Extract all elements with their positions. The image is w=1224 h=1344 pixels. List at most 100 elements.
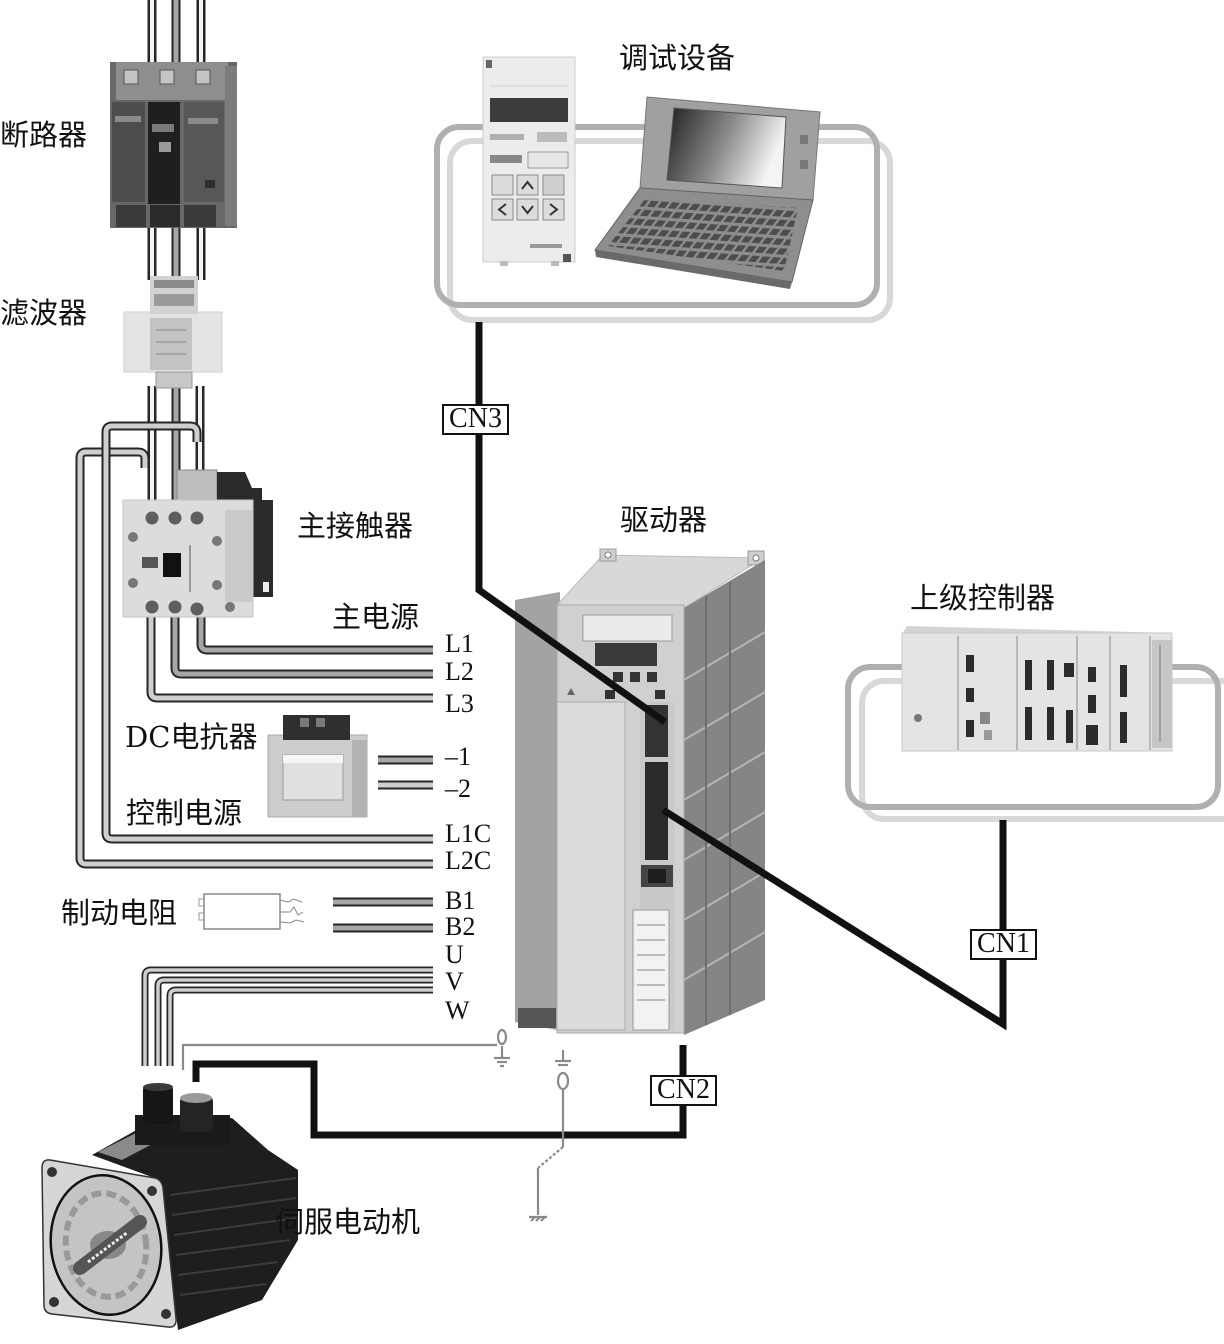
dc-reactor-label: DC电抗器 — [125, 720, 258, 754]
reactor-terminal — [300, 718, 309, 727]
drive-key — [613, 672, 623, 682]
plc-switch — [980, 712, 990, 724]
terminal-screw — [212, 536, 222, 546]
laptop-lid-button — [800, 135, 808, 144]
cn2-cable — [192, 1045, 687, 1139]
fin — [175, 1239, 291, 1256]
filter-output-terminal — [155, 371, 193, 389]
wire-core — [156, 978, 433, 1066]
fin — [683, 871, 766, 921]
left-key — [491, 198, 514, 221]
terminal-label-u: U — [445, 940, 464, 969]
wire-core — [168, 988, 433, 1066]
plc-connector — [966, 688, 974, 702]
terminal-label-w: W — [445, 996, 470, 1025]
filter-label: 滤波器 — [0, 296, 88, 330]
earth-hatch — [540, 1216, 546, 1222]
terminal-label-minus-1: –1 — [445, 742, 471, 771]
earth-ground — [529, 1050, 571, 1222]
terminal-label-b2: B2 — [445, 912, 476, 941]
main-power-label: 主电源 — [332, 600, 420, 634]
terminal-bottom — [184, 205, 216, 227]
wire-core — [143, 968, 433, 1066]
operator-label — [490, 155, 522, 163]
contactor-aux-block — [225, 510, 253, 602]
filter-nameplate — [150, 318, 192, 370]
plc-connector — [1088, 667, 1096, 682]
resistor-body — [203, 893, 281, 930]
operator-logo — [486, 60, 492, 68]
terminal-label-l1c: L1C — [445, 819, 492, 848]
reactor-terminal — [316, 718, 325, 727]
wire-core — [77, 449, 433, 867]
terminal-bottom — [150, 205, 180, 227]
motor-encoder-connector — [180, 1096, 213, 1132]
plc-knob — [914, 714, 922, 722]
terminal-screw — [168, 511, 182, 525]
cn3-tag: CN3 — [442, 404, 509, 435]
laptop-screen — [666, 107, 787, 189]
earth-ground-icon — [529, 1215, 547, 1222]
drive-display — [595, 643, 657, 666]
connector-cap — [143, 1083, 173, 1091]
drive-key — [630, 672, 640, 682]
laptop-lid-button — [800, 160, 808, 169]
operator-cable-port — [563, 254, 571, 262]
operator-display — [490, 98, 568, 122]
connector-cap — [180, 1093, 212, 1103]
servo-motor-image — [41, 1083, 298, 1330]
contactor-armature-window — [163, 553, 181, 577]
terminal-label-l1: L1 — [445, 629, 474, 658]
mounting-hole — [752, 554, 760, 562]
terminal-screw — [123, 69, 139, 85]
heatsink-fins — [683, 582, 766, 1025]
debug-equipment-label: 调试设备 — [619, 41, 736, 75]
terminal-screw — [190, 511, 204, 525]
fin — [683, 931, 766, 981]
breaker-side — [225, 66, 237, 226]
bracket-tab — [263, 582, 269, 592]
plc-connector — [966, 720, 974, 737]
terminal-label-l3: L3 — [445, 689, 474, 718]
ground-lug — [556, 1071, 570, 1091]
plc-connector — [1025, 707, 1032, 740]
drive-key — [605, 690, 615, 699]
mounting-hole — [604, 551, 612, 559]
brake-resistor-image — [198, 893, 305, 930]
plc-indicator — [1064, 663, 1074, 677]
drive-left-heatsink — [515, 592, 560, 1030]
wire-w — [166, 986, 433, 1066]
terminal-screw — [128, 578, 138, 588]
terminal-screw — [212, 580, 222, 590]
operator-foot — [551, 261, 559, 266]
drive-key — [647, 672, 657, 682]
terminal-label-l2: L2 — [445, 657, 474, 686]
plc-connector — [1066, 710, 1073, 743]
laptop-keyboard — [608, 198, 798, 271]
plc-connector — [1025, 660, 1032, 690]
cn2-tag: CN2 — [650, 1075, 717, 1106]
fin — [173, 1217, 297, 1236]
terminal-screw — [145, 511, 159, 525]
control-power-wires — [75, 421, 433, 869]
warning-icon — [567, 688, 575, 695]
wire-u — [141, 966, 433, 1066]
label-text-lines — [637, 924, 665, 1001]
data-key-icon — [542, 174, 565, 196]
dc-reactor-wires — [378, 755, 433, 790]
plc-connector — [1047, 707, 1054, 740]
supply-wires-top — [147, 0, 206, 64]
plc-connector — [1120, 665, 1127, 697]
laptop-front-edge — [595, 250, 792, 289]
operator-run-key — [527, 151, 569, 169]
motor-ground-wire — [181, 1043, 497, 1070]
operator-foot — [500, 261, 508, 266]
digital-operator-image — [482, 56, 576, 266]
drive-nameplate — [582, 614, 673, 642]
plc-side — [1152, 640, 1172, 748]
plc-connector — [1088, 695, 1096, 713]
control-power-label: 控制电源 — [126, 796, 243, 830]
breaker-handle — [159, 142, 171, 152]
drive-right-heatsink — [684, 560, 765, 1035]
